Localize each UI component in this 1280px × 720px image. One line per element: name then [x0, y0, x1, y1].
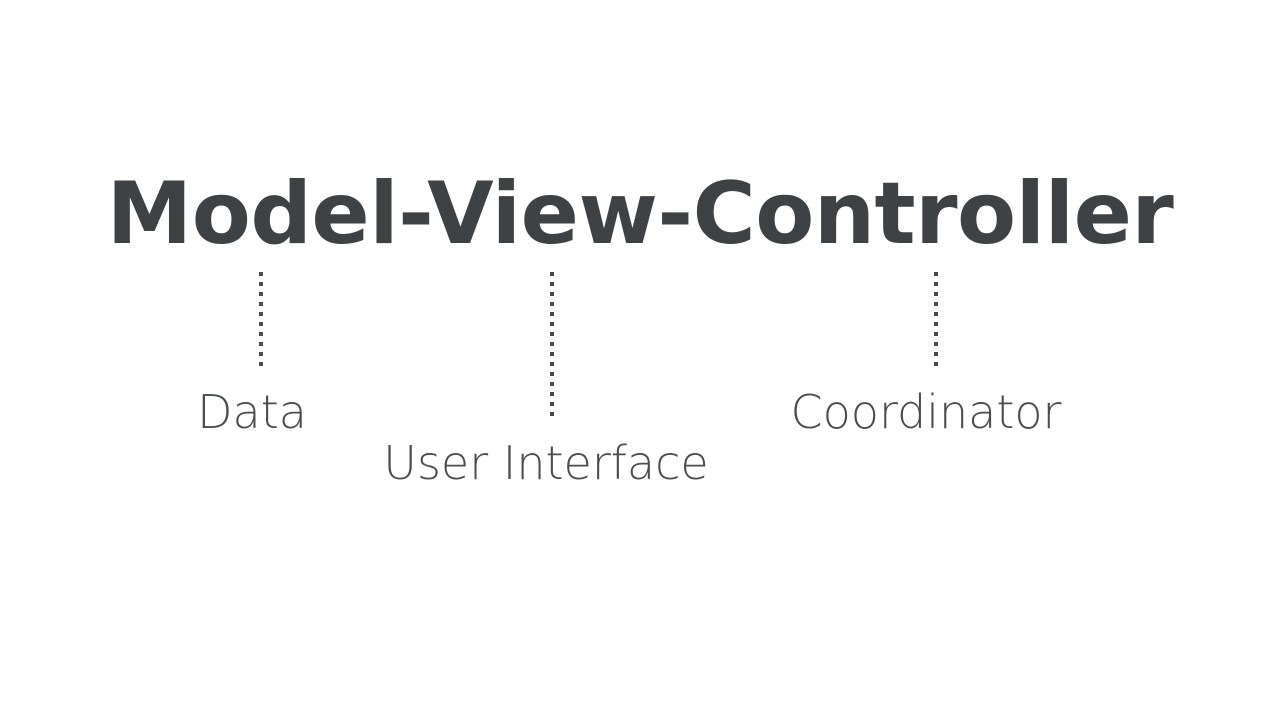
annotation-label-model: Data — [197, 385, 307, 439]
page-title: Model-View-Controller — [106, 164, 1174, 264]
connector-line-model — [259, 272, 263, 368]
connector-line-controller — [934, 272, 938, 368]
annotation-label-controller: Coordinator — [790, 385, 1062, 439]
connector-line-view — [550, 272, 554, 418]
annotation-label-view: User Interface — [383, 436, 709, 490]
